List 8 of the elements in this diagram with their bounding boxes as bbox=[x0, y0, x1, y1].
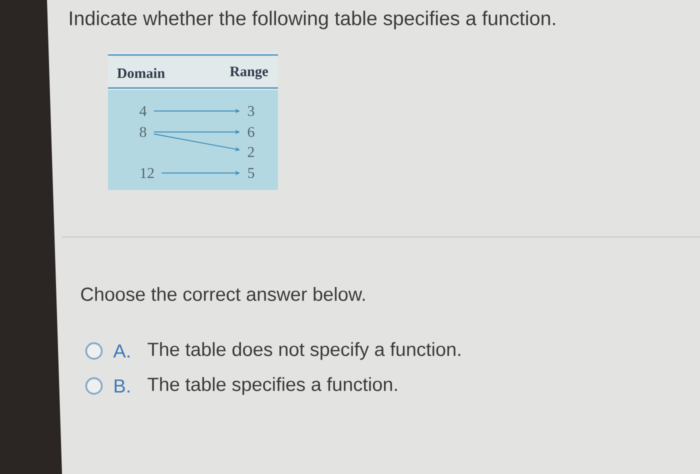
question-title: Indicate whether the following table specifies a function. bbox=[70, 10, 555, 30]
option-text: The table does not specify a function. bbox=[148, 342, 460, 360]
option-letter: A. bbox=[113, 344, 130, 358]
column-header: Domain bbox=[117, 68, 165, 78]
option-letter: B. bbox=[114, 379, 130, 393]
instruction-text: Choose the correct answer below. bbox=[81, 287, 365, 301]
option-text: The table specifies a function. bbox=[148, 377, 397, 395]
column-header: Range bbox=[230, 66, 268, 80]
